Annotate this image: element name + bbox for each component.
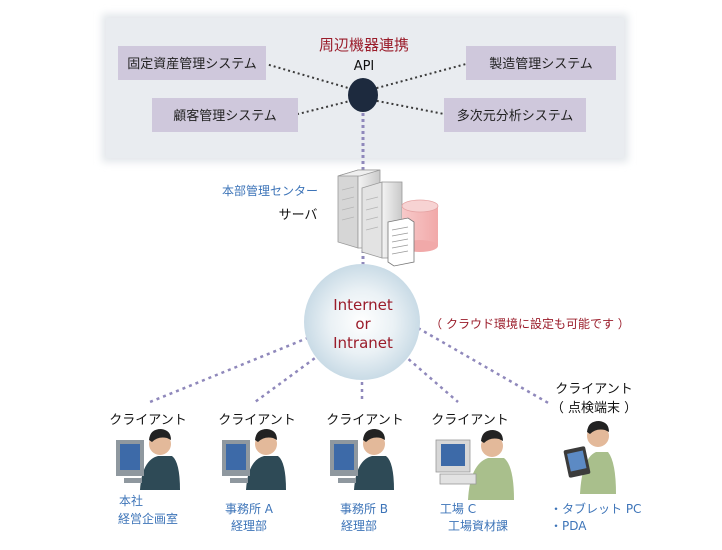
client-location: 経営企画室 <box>118 511 178 526</box>
client-location: 事務所 A <box>225 502 274 516</box>
client-location: 事務所 B <box>340 502 388 516</box>
client-title: クライアント <box>218 413 295 428</box>
api-hub <box>348 78 378 112</box>
network-line-2: or <box>355 315 371 333</box>
client-location: 経理部 <box>231 518 267 533</box>
system-label: 顧客管理システム <box>173 108 277 124</box>
network-line-3: Intranet <box>333 334 393 352</box>
client-location: 工場 C <box>440 502 476 516</box>
workstation-icon <box>330 429 394 490</box>
client-location: 本社 <box>119 493 143 508</box>
client-location: 経理部 <box>341 518 377 533</box>
system-label: 固定資産管理システム <box>127 56 257 72</box>
system-box-multidim-analysis: 多次元分析システム <box>444 98 586 132</box>
client-location: ・PDA <box>550 519 587 533</box>
workstation-icon <box>116 429 180 490</box>
server-caption: 本部管理センター <box>222 183 318 198</box>
system-label: 多次元分析システム <box>457 108 574 124</box>
server-label: サーバ <box>279 208 318 223</box>
client-links <box>149 326 551 406</box>
client-location: 工場資材課 <box>448 518 508 533</box>
client-title: クライアント <box>109 413 186 428</box>
client-title: クライアント <box>555 382 632 397</box>
api-label: API <box>354 59 375 74</box>
system-box-fixed-assets: 固定資産管理システム <box>118 46 266 80</box>
client-title: クライアント <box>431 413 508 428</box>
system-box-customer: 顧客管理システム <box>152 98 298 132</box>
peripheral-title: 周辺機器連携 <box>319 36 409 54</box>
client-subtitle: （ 点検端末 ） <box>551 401 637 416</box>
workstation-icon <box>222 429 286 490</box>
client-location: ・タブレット PC <box>550 501 641 516</box>
document-icon <box>387 217 415 267</box>
network-line-1: Internet <box>333 296 393 314</box>
server-icon <box>337 169 403 259</box>
client-title: クライアント <box>326 413 403 428</box>
network-cloud: Internet or Intranet <box>304 264 420 380</box>
workstation-icon <box>435 430 514 500</box>
system-box-manufacturing: 製造管理システム <box>466 46 616 80</box>
tablet-user-icon <box>563 421 616 494</box>
cloud-note: （ クラウド環境に設定も可能です ） <box>430 316 630 331</box>
system-label: 製造管理システム <box>489 57 593 72</box>
